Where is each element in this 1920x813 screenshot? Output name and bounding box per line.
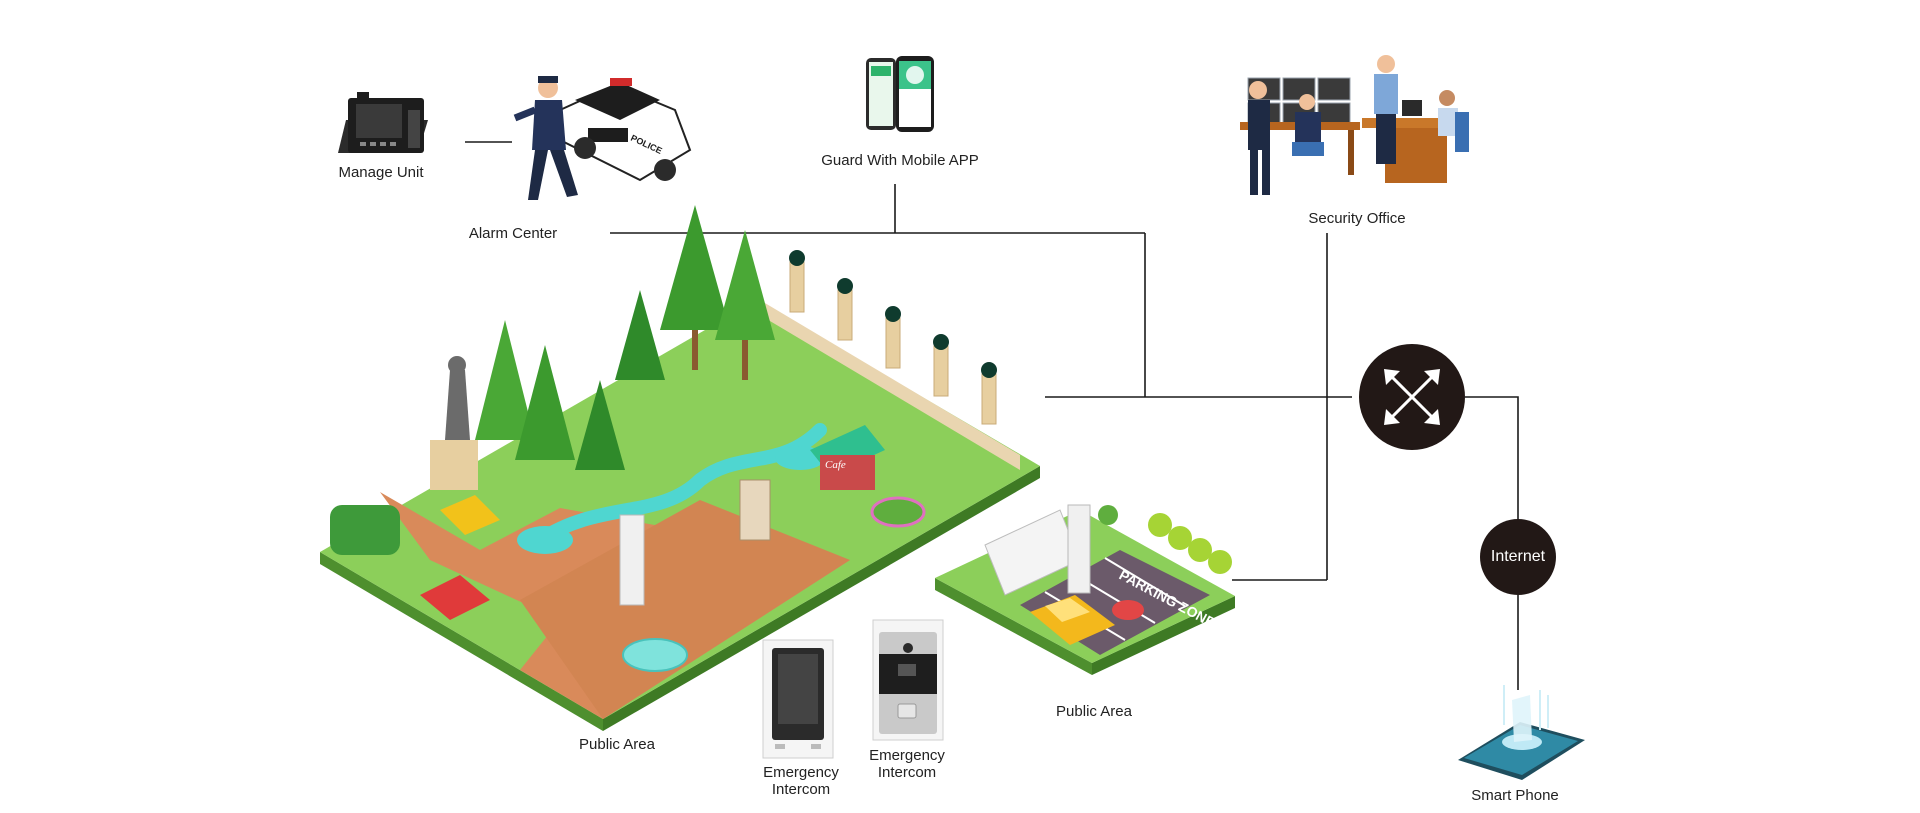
public-area-parking-label: Public Area bbox=[1056, 703, 1132, 720]
switch-node bbox=[1359, 344, 1465, 450]
parking-trees bbox=[1098, 505, 1232, 574]
park-bench bbox=[440, 495, 500, 535]
alarm-center-label: Alarm Center bbox=[468, 225, 558, 242]
park-intercom-post bbox=[619, 514, 645, 606]
emergency-intercom-1-label: Emergency Intercom bbox=[763, 764, 839, 798]
park-fence bbox=[760, 250, 1020, 470]
manage-unit-label: Manage Unit bbox=[338, 164, 424, 181]
park-monument bbox=[739, 479, 771, 541]
emergency-intercom-2-device bbox=[872, 619, 944, 741]
park-pond-1 bbox=[517, 526, 573, 554]
park-slab-side-left bbox=[320, 552, 603, 731]
alarm-center-police-icon: POLICE bbox=[513, 76, 692, 200]
park-hedge bbox=[330, 505, 400, 555]
parking-car bbox=[1030, 595, 1115, 645]
park-grass bbox=[320, 300, 1040, 719]
park-fountain bbox=[622, 638, 688, 672]
emergency-intercom-2-line-2: Intercom bbox=[877, 764, 937, 781]
security-office-icon bbox=[1240, 55, 1469, 195]
internet-label: Internet bbox=[1490, 548, 1546, 565]
park-cafe: Cafe bbox=[810, 425, 885, 490]
parking-slab-side-right bbox=[1092, 596, 1235, 675]
security-office-label: Security Office bbox=[1308, 210, 1406, 227]
emergency-intercom-2-label: Emergency Intercom bbox=[869, 747, 945, 781]
cafe-sign: Cafe bbox=[825, 459, 846, 471]
parking-intercom-pillar bbox=[1067, 504, 1091, 594]
parking-scooter bbox=[1112, 600, 1144, 620]
smart-phone-smartphone-icon bbox=[1458, 685, 1585, 780]
expand-arrows-icon bbox=[1384, 369, 1440, 425]
guard-app-label: Guard With Mobile APP bbox=[821, 152, 979, 169]
park-statue bbox=[430, 356, 478, 490]
park-slab-side-right bbox=[603, 466, 1040, 731]
park-trees bbox=[475, 205, 775, 470]
park-picnic-blanket bbox=[420, 575, 490, 620]
emergency-intercom-1-device bbox=[762, 639, 834, 759]
internet-node bbox=[1480, 519, 1556, 595]
line-switch-to-internet bbox=[1465, 396, 1519, 520]
emergency-intercom-1-line-2: Intercom bbox=[771, 781, 831, 798]
public-area-parking: PARKING ZONE bbox=[935, 504, 1235, 675]
smart-phone-label: Smart Phone bbox=[1471, 787, 1559, 804]
park-flower-bed bbox=[870, 496, 926, 528]
emergency-intercom-1-line-1: Emergency bbox=[763, 764, 839, 781]
public-area-park-label: Public Area bbox=[579, 736, 655, 753]
public-area-park: Cafe bbox=[320, 205, 1040, 731]
emergency-intercom-2-line-1: Emergency bbox=[869, 747, 945, 764]
guard-mobile-phones-icon bbox=[866, 56, 934, 132]
park-brick-plaza bbox=[520, 500, 850, 719]
manage-unit-desk-phone-icon bbox=[338, 92, 428, 153]
parking-slab-side-left bbox=[935, 578, 1092, 675]
